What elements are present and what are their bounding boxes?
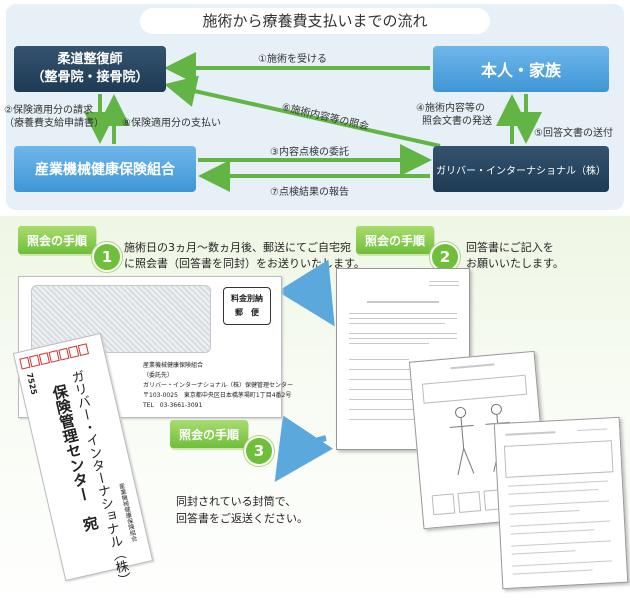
node-health-union: 産業機械健康保険組合 (14, 146, 196, 192)
step-3-text-line2: 回答書をご返送ください。 (176, 512, 308, 525)
label-arrow-2-line1: ②保険適用分の請求 (4, 105, 93, 116)
step-1-number: 1 (92, 242, 122, 272)
label-arrow-7: ⑦点検結果の報告 (270, 187, 349, 198)
step-2-text-line2: お願いいたします。 (466, 257, 564, 270)
arrow-6 (164, 75, 441, 148)
step-2-text-line1: 回答書にご記入を (466, 241, 554, 254)
node-judo-line2: （整骨院・接骨院） (31, 70, 149, 85)
step-1-tag: 照会の手順 (18, 226, 96, 254)
envelope-addr-2: （委託先） (143, 372, 174, 379)
return-postcode: 7525 (24, 371, 39, 396)
step-1-text-line1: 施術日の3ヵ月～数ヵ月後、郵送にてご自宅宛 (124, 241, 351, 254)
envelope-addr-4: 〒103-0025 東京都中央区日本橋茅場町1丁目4番2号 (143, 392, 292, 399)
postage-stamp: 料金別納 郵 便 (223, 287, 271, 325)
flow-arrows (84, 52, 542, 192)
label-arrow-3: ③内容点検の委託 (270, 147, 349, 158)
arrow-step2-to-step3 (274, 415, 333, 482)
label-arrow-2-line2: （療養費支給申請書） (4, 118, 104, 129)
stamp-line2: 郵 便 (235, 308, 259, 317)
envelope-addr-3: ガリバー・インターナショナル（株）保健管理センター (143, 382, 294, 389)
answer-form-questionnaire (493, 416, 629, 590)
envelope-addr-1: 産業機械健康保険組合 (143, 362, 204, 369)
arrow-step1-to-step2 (277, 259, 335, 327)
label-arrow-4-line1: ④施術内容等の (416, 103, 485, 114)
step-3-text-line1: 同封されている封筒で、 (176, 495, 297, 508)
flow-title: 施術から療養費支払いまでの流れ (140, 8, 490, 34)
node-judo-therapist: 柔道整復師 （整骨院・接骨院） (14, 46, 166, 92)
stamp-line1: 料金別納 (231, 294, 263, 303)
label-arrow-5: ⑤回答文書の送付 (534, 128, 613, 139)
step-3-tag: 照会の手順 (170, 420, 248, 448)
step-2-tag: 照会の手順 (356, 226, 434, 254)
step-3-number: 3 (244, 436, 274, 466)
label-arrow-8: ⑧保険適用分の支払い (122, 118, 221, 129)
node-patient-family: 本人・家族 (433, 46, 609, 92)
node-gallipa-international: ガリバー・インターナショナル（株） (433, 146, 609, 192)
node-judo-line1: 柔道整復師 (57, 52, 123, 67)
label-arrow-1: ①施術を受ける (258, 54, 327, 65)
envelope-addr-5: TEL 03-3661-3091 (143, 402, 203, 409)
label-arrow-4-line2: 照会文書の発送 (422, 116, 492, 127)
